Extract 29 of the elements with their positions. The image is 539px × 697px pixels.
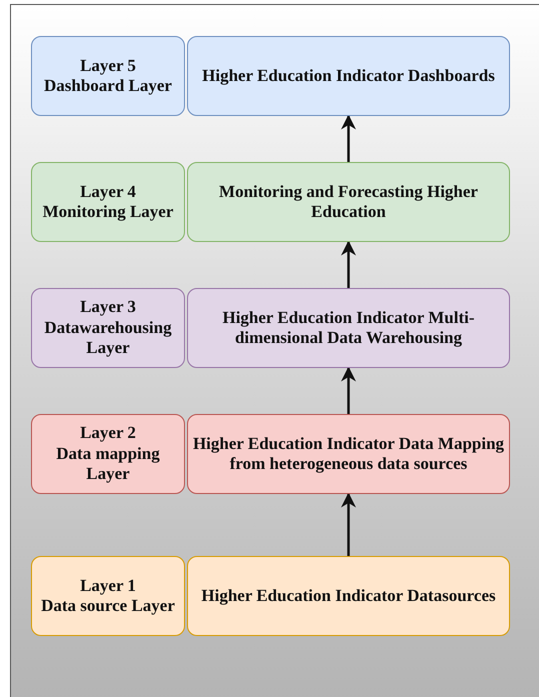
layer-description-box (187, 36, 510, 116)
layer-name-box (31, 556, 185, 636)
arrow (341, 114, 356, 162)
layer-number: Layer 2 (80, 423, 136, 444)
arrow (341, 492, 356, 556)
layer-text: Monitoring Layer (42, 202, 174, 222)
layer-number: Layer 1 (80, 576, 136, 596)
layer-description-box (187, 414, 510, 494)
layer-description-box (187, 162, 510, 242)
layer-text: Datawarehousing Layer (43, 318, 173, 359)
layer-text: Higher Education Indicator Data Mapping from heterogeneous data sources (192, 434, 505, 474)
layer-text: Higher Education Indicator Dashboards (202, 66, 495, 86)
layer-text: Data mapping Layer (55, 444, 161, 485)
layer-text: Higher Education Indicator Datasources (201, 586, 496, 606)
arrow (341, 366, 356, 414)
layer-number: Layer 3 (80, 297, 136, 318)
layer-number: Layer 5 (80, 56, 136, 76)
layer-name-box (31, 162, 185, 242)
layer-name-box (31, 36, 185, 116)
arrow (341, 240, 356, 288)
layer-description-box (187, 288, 510, 368)
layer-text: Dashboard Layer (44, 76, 172, 96)
layer-text: Data source Layer (41, 596, 175, 616)
layer-name-box (31, 288, 185, 368)
layer-text: Higher Education Indicator Multi-dimensional Data Warehousing (221, 308, 476, 348)
layer-text: Monitoring and Forecasting Higher Education (218, 182, 479, 222)
layer-name-box (31, 414, 185, 494)
layer-description-box (187, 556, 510, 636)
layer-number: Layer 4 (80, 182, 136, 202)
